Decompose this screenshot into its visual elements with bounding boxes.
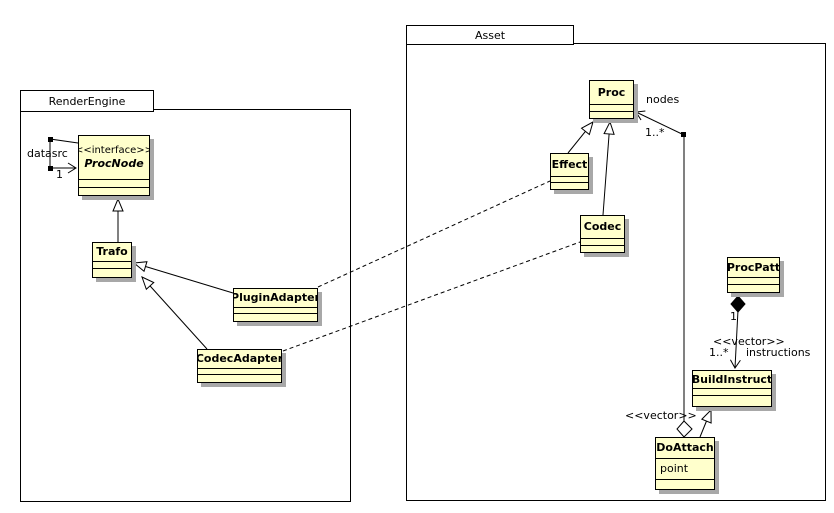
- generalization-effect-proc[interactable]: [567, 120, 594, 154]
- operations-compartment: [93, 268, 131, 277]
- attributes-compartment: [79, 179, 149, 187]
- multiplicity-nodes[interactable]: 1..*: [645, 126, 665, 139]
- class-name: Codec: [583, 220, 622, 234]
- class-codec[interactable]: Codec: [580, 215, 625, 253]
- package-tab-renderengine[interactable]: RenderEngine: [20, 90, 154, 112]
- class-title: <<interface>> ProcNode: [79, 136, 149, 179]
- class-name: ProcPatt: [728, 260, 779, 274]
- class-name: ProcNode: [84, 156, 144, 170]
- dependency-codecadapter-codec[interactable]: [282, 241, 581, 352]
- operations-compartment: [728, 284, 779, 292]
- operations-compartment: [693, 395, 771, 406]
- class-doattach[interactable]: DoAttach point: [655, 437, 715, 490]
- class-effect[interactable]: Effect: [550, 153, 589, 190]
- multiplicity-instructions[interactable]: 1..*: [709, 346, 729, 359]
- edge-handle: [48, 137, 53, 142]
- operations-compartment: [590, 111, 633, 118]
- edge-handle: [681, 132, 686, 137]
- association-instructions[interactable]: [729, 309, 741, 369]
- class-name: CodecAdapter: [198, 352, 281, 366]
- operations-compartment: [656, 479, 714, 489]
- edge-handle: [48, 166, 53, 171]
- class-trafo[interactable]: Trafo: [92, 242, 132, 278]
- class-name: Effect: [551, 158, 588, 172]
- generalization-pluginadapter-trafo[interactable]: [132, 261, 234, 294]
- composition-diamond-procpatt: [730, 295, 746, 313]
- attributes-compartment: [581, 238, 624, 245]
- association-datasrc[interactable]: [49, 138, 79, 174]
- association-name-nodes[interactable]: nodes: [646, 93, 680, 106]
- class-pluginadapter[interactable]: PluginAdapter: [233, 288, 318, 322]
- association-name-datasrc[interactable]: datasrc: [27, 147, 68, 160]
- operations-compartment: [198, 374, 281, 382]
- operations-compartment: [234, 313, 317, 321]
- class-name: BuildInstruct: [693, 372, 771, 386]
- attributes-compartment: [198, 368, 281, 374]
- package-name-renderengine: RenderEngine: [48, 94, 126, 108]
- class-proc[interactable]: Proc: [589, 80, 634, 119]
- class-codecadapter[interactable]: CodecAdapter: [197, 349, 282, 383]
- attributes-compartment: [728, 277, 779, 284]
- package-name-asset: Asset: [474, 28, 506, 42]
- class-procnode[interactable]: <<interface>> ProcNode: [78, 135, 150, 196]
- aggregation-diamond-doattach: [676, 420, 693, 438]
- class-buildinstruct[interactable]: BuildInstruct: [692, 370, 772, 407]
- association-nodes[interactable]: [635, 110, 685, 421]
- attributes-compartment: [551, 176, 588, 182]
- dependency-pluginadapter-effect[interactable]: [317, 180, 551, 288]
- multiplicity-procpatt[interactable]: 1: [730, 310, 737, 323]
- generalization-doattach-buildinstruct[interactable]: [699, 408, 712, 438]
- generalization-codecadapter-trafo[interactable]: [141, 276, 208, 350]
- class-name: Trafo: [96, 245, 128, 259]
- attribute-point: point: [660, 462, 689, 475]
- attributes-compartment: point: [656, 458, 714, 479]
- association-name-instructions[interactable]: instructions: [746, 346, 811, 359]
- attributes-compartment: [590, 104, 633, 111]
- generalization-codec-proc[interactable]: [602, 120, 615, 216]
- operations-compartment: [551, 182, 588, 189]
- operations-compartment: [79, 187, 149, 195]
- stereotype-label: <<interface>>: [79, 144, 149, 156]
- operations-compartment: [581, 245, 624, 252]
- class-name: Proc: [597, 85, 626, 99]
- package-tab-asset[interactable]: Asset: [406, 25, 574, 45]
- stereotype-instructions[interactable]: <<vector>>: [713, 335, 785, 348]
- class-name: PluginAdapter: [234, 291, 317, 305]
- stereotype-doattach-aggregation[interactable]: <<vector>>: [625, 409, 697, 422]
- attributes-compartment: [93, 261, 131, 268]
- class-name: DoAttach: [656, 441, 714, 455]
- attributes-compartment: [234, 307, 317, 313]
- class-procpatt[interactable]: ProcPatt: [727, 257, 780, 293]
- attributes-compartment: [693, 388, 771, 395]
- multiplicity-datasrc[interactable]: 1: [56, 168, 63, 181]
